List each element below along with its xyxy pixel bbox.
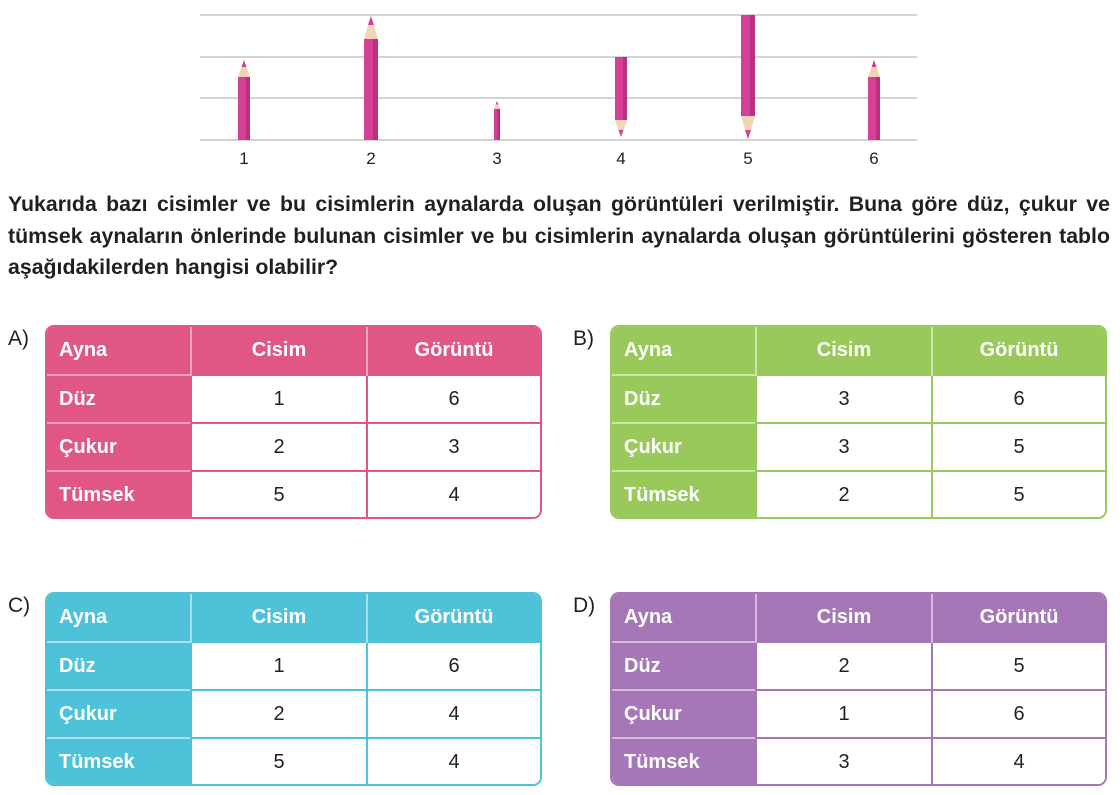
cell-goruntu: 4 xyxy=(931,737,1105,784)
cell-goruntu: 6 xyxy=(366,374,540,423)
option-c-letter: C) xyxy=(8,594,31,617)
cell-goruntu: 3 xyxy=(366,422,540,471)
header-goruntu: Görüntü xyxy=(932,594,1105,642)
cell-goruntu: 5 xyxy=(931,641,1105,690)
cell-cisim: 3 xyxy=(755,737,932,784)
cell-goruntu: 5 xyxy=(931,422,1105,471)
header-cisim: Cisim xyxy=(756,594,933,642)
cell-cisim: 1 xyxy=(190,641,367,690)
header-goruntu: Görüntü xyxy=(367,594,540,642)
header-goruntu: Görüntü xyxy=(367,327,540,375)
option-a-letter: A) xyxy=(8,327,29,350)
cell-goruntu: 4 xyxy=(366,470,540,517)
header-goruntu: Görüntü xyxy=(932,327,1105,375)
row-label-cukur: Çukur xyxy=(612,689,756,738)
pencil-label-3: 3 xyxy=(492,149,501,168)
pencil-label-2: 2 xyxy=(366,149,375,168)
row-label-duz: Düz xyxy=(612,374,756,423)
pencil-labels: 1 2 3 4 5 6 xyxy=(239,149,878,168)
header-ayna: Ayna xyxy=(47,594,192,642)
pencil-4-icon xyxy=(615,57,627,137)
row-label-tumsek: Tümsek xyxy=(612,737,756,784)
cell-cisim: 2 xyxy=(755,641,932,690)
row-label-cukur: Çukur xyxy=(612,422,756,471)
row-label-duz: Düz xyxy=(47,641,191,690)
cell-cisim: 1 xyxy=(190,374,367,423)
cell-goruntu: 4 xyxy=(366,689,540,738)
pencil-5-icon xyxy=(741,15,755,139)
header-ayna: Ayna xyxy=(612,327,757,375)
cell-cisim: 5 xyxy=(190,470,367,517)
cell-cisim: 3 xyxy=(755,374,932,423)
cell-goruntu: 6 xyxy=(366,641,540,690)
pencil-label-6: 6 xyxy=(869,149,878,168)
cell-cisim: 2 xyxy=(755,470,932,517)
question-text: Yukarıda bazı cisimler ve bu cisimlerin … xyxy=(8,192,1110,279)
row-label-cukur: Çukur xyxy=(47,689,191,738)
row-label-duz: Düz xyxy=(47,374,191,423)
pencil-6-icon xyxy=(868,60,880,140)
header-cisim: Cisim xyxy=(191,594,368,642)
option-b-table: Ayna Cisim Görüntü Düz 3 6 Çukur 3 5 Tüm… xyxy=(610,325,1107,519)
option-c-table: Ayna Cisim Görüntü Düz 1 6 Çukur 2 4 Tüm… xyxy=(45,592,542,786)
cell-goruntu: 5 xyxy=(931,470,1105,517)
option-d-letter: D) xyxy=(573,594,596,617)
cell-cisim: 2 xyxy=(190,689,367,738)
row-label-tumsek: Tümsek xyxy=(612,470,756,517)
cell-goruntu: 6 xyxy=(931,689,1105,738)
pencil-label-4: 4 xyxy=(616,149,625,168)
cell-goruntu: 6 xyxy=(931,374,1105,423)
cell-cisim: 3 xyxy=(755,422,932,471)
pencil-1-icon xyxy=(238,60,250,140)
pencil-2-icon xyxy=(364,16,378,140)
pencil-figure: 1 2 3 4 5 6 xyxy=(200,14,917,168)
header-cisim: Cisim xyxy=(756,327,933,375)
pencil-label-5: 5 xyxy=(743,149,752,168)
row-label-tumsek: Tümsek xyxy=(47,737,191,784)
grid-lines xyxy=(200,14,917,141)
option-d-table: Ayna Cisim Görüntü Düz 2 5 Çukur 1 6 Tüm… xyxy=(610,592,1107,786)
cell-cisim: 2 xyxy=(190,422,367,471)
cell-goruntu: 4 xyxy=(366,737,540,784)
header-ayna: Ayna xyxy=(612,594,757,642)
row-label-cukur: Çukur xyxy=(47,422,191,471)
header-cisim: Cisim xyxy=(191,327,368,375)
option-b-letter: B) xyxy=(573,327,594,350)
pencil-3-icon xyxy=(494,101,500,140)
row-label-tumsek: Tümsek xyxy=(47,470,191,517)
cell-cisim: 1 xyxy=(755,689,932,738)
row-label-duz: Düz xyxy=(612,641,756,690)
cell-cisim: 5 xyxy=(190,737,367,784)
header-ayna: Ayna xyxy=(47,327,192,375)
pencil-label-1: 1 xyxy=(239,149,248,168)
option-a-table: Ayna Cisim Görüntü Düz 1 6 Çukur 2 3 Tüm… xyxy=(45,325,542,519)
